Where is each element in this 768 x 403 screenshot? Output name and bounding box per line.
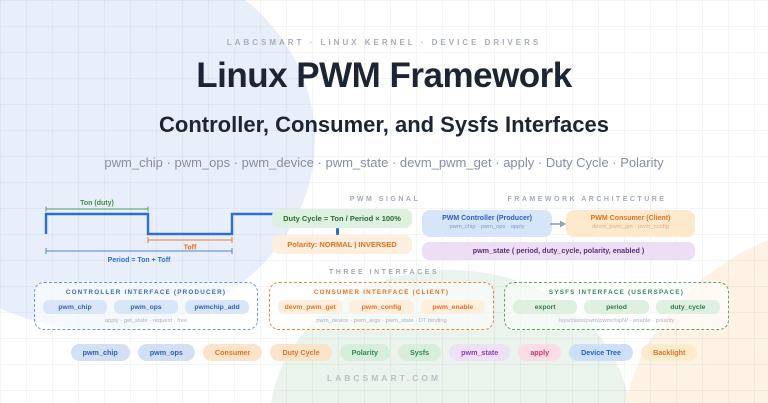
producer-to-consumer-arrow-icon [550, 220, 566, 228]
ton-label: Ton (duty) [80, 200, 114, 207]
controller-card-footnote: apply · get_state · request · free [104, 318, 188, 324]
consumer-pill-row: devm_pwm_get pwm_config pwm_enable [278, 300, 485, 314]
brand-kicker: LABCSMART · LINUX KERNEL · DEVICE DRIVER… [226, 38, 542, 47]
pill-export: export [513, 300, 578, 314]
consumer-subtitle: devm_pwm_get · pwm_config [591, 224, 669, 230]
tag-sysfs: Sysfs [397, 344, 442, 361]
page-title: Linux PWM Framework [196, 56, 572, 95]
pwm-signal-heading: PWM SIGNAL [349, 196, 421, 203]
tag-polarity: Polarity [339, 344, 390, 361]
page-subtitle: Controller, Consumer, and Sysfs Interfac… [159, 112, 609, 137]
controller-pill-row: pwm_chip pwm_ops pwmchip_add [43, 300, 249, 314]
controller-card-title: CONTROLLER INTERFACE (PRODUCER) [65, 289, 227, 296]
controller-interface-card: CONTROLLER INTERFACE (PRODUCER) pwm_chip… [34, 282, 258, 330]
polarity-box: Polarity: NORMAL | INVERSED [272, 235, 412, 254]
period-label: Period = Ton + Toff [108, 257, 171, 264]
ton-bracket [45, 206, 149, 212]
sysfs-card-title: SYSFS INTERFACE (USERSPACE) [548, 289, 685, 296]
tag-backlight: Backlight [641, 344, 698, 361]
keywords-line: pwm_chip · pwm_ops · pwm_device · pwm_st… [104, 155, 664, 170]
pwm-consumer-box: PWM Consumer (Client) devm_pwm_get · pwm… [566, 210, 695, 237]
pill-pwm_chip: pwm_chip [43, 300, 107, 314]
pill-pwm_ops: pwm_ops [114, 300, 178, 314]
pill-pwmchip_add: pwmchip_add [185, 300, 249, 314]
consumer-card-footnote: pwm_device · pwm_args · pwm_state · DT b… [316, 318, 447, 324]
toff-label: Toff [184, 245, 197, 252]
consumer-interface-card: CONSUMER INTERFACE (CLIENT) devm_pwm_get… [269, 282, 494, 330]
footer-watermark: LABCSMART.COM [326, 373, 442, 383]
consumer-card-title: CONSUMER INTERFACE (CLIENT) [313, 289, 450, 296]
pwm-state-box: pwm_state ( period, duty_cycle, polarity… [422, 242, 695, 260]
duty-cycle-formula-box: Duty Cycle = Ton / Period × 100% [272, 209, 412, 228]
pwm-wave-line [44, 212, 274, 236]
framework-architecture-heading: FRAMEWORK ARCHITECTURE [507, 196, 667, 203]
tag-consumer: Consumer [202, 344, 263, 361]
pill-pwm_enable: pwm_enable [420, 300, 485, 314]
tag-pwm_chip: pwm_chip [70, 344, 130, 361]
period-bracket [45, 248, 233, 254]
pwm-controller-box: PWM Controller (Producer) pwm_chip · pwm… [422, 210, 552, 237]
sysfs-pill-row: export period duty_cycle [513, 300, 720, 314]
tag-device-tree: Device Tree [569, 344, 634, 361]
tag-pwm_ops: pwm_ops [137, 344, 195, 361]
producer-title: PWM Controller (Producer) [442, 215, 532, 222]
tag-row: pwm_chip pwm_ops Consumer Duty Cycle Pol… [0, 344, 768, 361]
tag-duty-cycle: Duty Cycle [270, 344, 332, 361]
producer-subtitle: pwm_chip · pwm_ops · apply [449, 224, 525, 230]
sysfs-interface-card: SYSFS INTERFACE (USERSPACE) export perio… [504, 282, 729, 330]
pill-duty_cycle: duty_cycle [655, 300, 720, 314]
pill-pwm_config: pwm_config [349, 300, 414, 314]
connector-line [336, 228, 339, 235]
tag-apply: apply [518, 344, 562, 361]
sysfs-card-footnote: /sys/class/pwm/pwmchipN/ · enable · pola… [558, 318, 675, 324]
pill-devm_pwm_get: devm_pwm_get [278, 300, 343, 314]
three-interfaces-heading: THREE INTERFACES [328, 269, 439, 276]
pwm-waveform: Ton (duty) Toff Period = Ton + Toff [44, 200, 274, 264]
pill-period: period [584, 300, 649, 314]
toff-bracket [147, 237, 233, 243]
tag-pwm_state: pwm_state [449, 344, 511, 361]
consumer-title: PWM Consumer (Client) [590, 215, 671, 222]
